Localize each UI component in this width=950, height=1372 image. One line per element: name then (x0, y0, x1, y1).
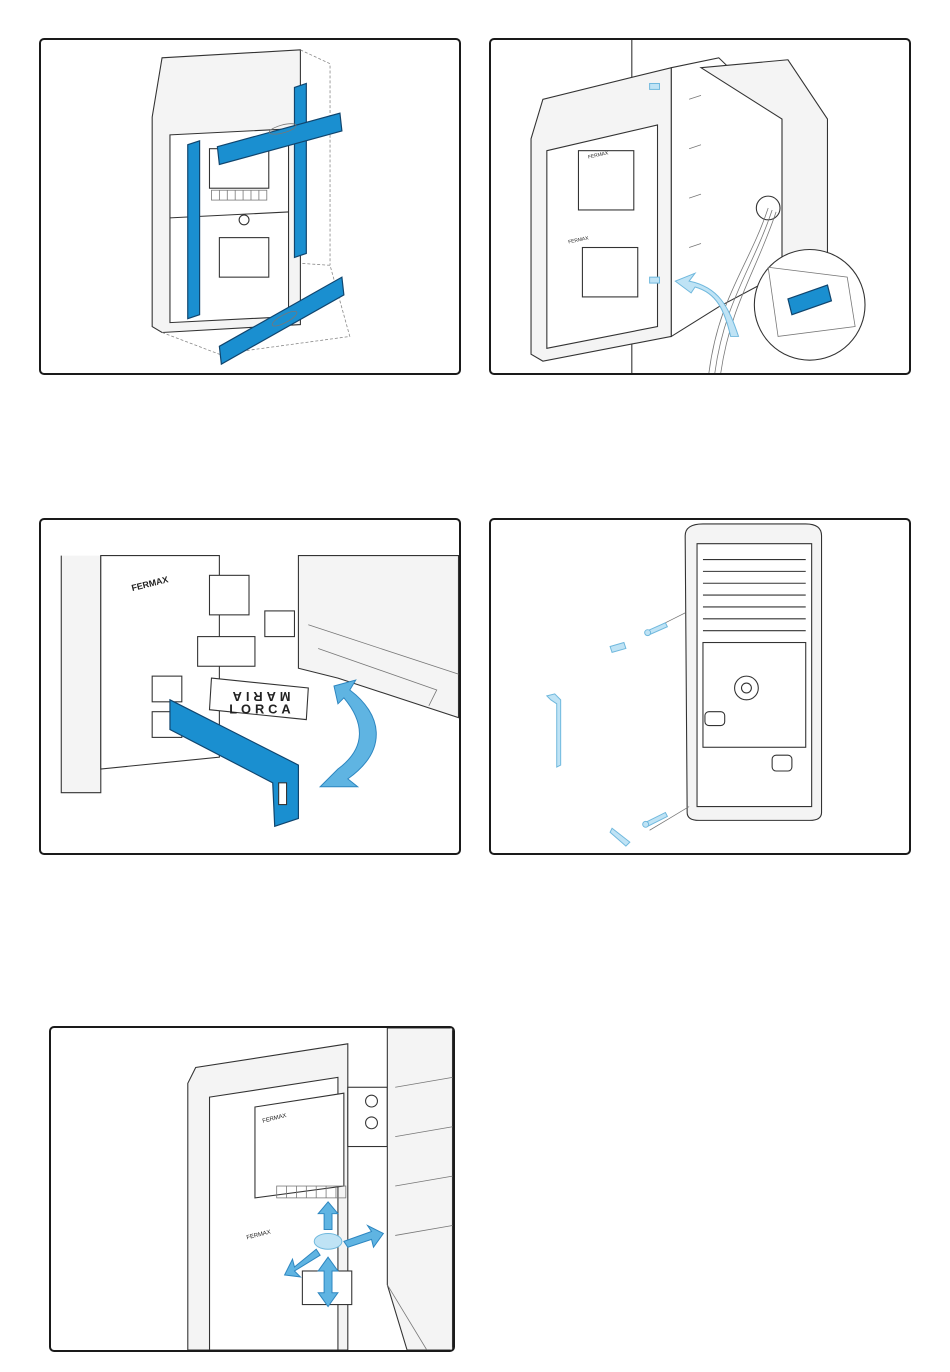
lock-adjust-knob (314, 1233, 342, 1249)
wiring-illustration: FERMAX FERMAX (491, 40, 909, 373)
bracket-slot (279, 783, 287, 805)
camera-window (703, 643, 806, 748)
hinge-clip-top (650, 83, 660, 89)
front-cover-illustration (491, 520, 909, 853)
name-tag-illustration: FERMAX MARIA LORCA (41, 520, 459, 853)
step-panel-frame-spacers (39, 38, 461, 375)
hinge-clip-bottom (650, 277, 660, 283)
spacer-bar-right (294, 83, 306, 257)
step-panel-front-cover (489, 518, 911, 855)
connector-grid (198, 637, 255, 667)
housing-side-wall (61, 556, 101, 793)
rotate-arrow (320, 680, 376, 787)
push-button-left (705, 712, 725, 726)
lock-adjust-illustration: FERMAX FERMAX (51, 1028, 453, 1350)
retainer-bracket (170, 700, 298, 826)
screw-head-bottom (643, 821, 649, 827)
step-panel-name-tag: FERMAX MARIA LORCA (39, 518, 461, 855)
audio-module (255, 1093, 344, 1198)
step-panel-lock-adjust: FERMAX FERMAX (49, 1026, 455, 1352)
key-mount (209, 575, 249, 615)
cover-plug-bottom (610, 828, 630, 846)
step-panel-wiring: FERMAX FERMAX (489, 38, 911, 375)
spacer-bar-left (188, 141, 200, 319)
spacer-assembly-illustration (41, 40, 459, 373)
screw-head-top (645, 630, 651, 636)
name-tag-line-2: LORCA (229, 702, 294, 717)
mounting-box (298, 556, 458, 718)
allen-key (547, 694, 561, 767)
audio-module (578, 151, 633, 210)
cover-plug-top (610, 643, 626, 653)
lower-module (582, 248, 637, 297)
module-board-lower (219, 238, 268, 278)
push-button-right (772, 755, 792, 771)
